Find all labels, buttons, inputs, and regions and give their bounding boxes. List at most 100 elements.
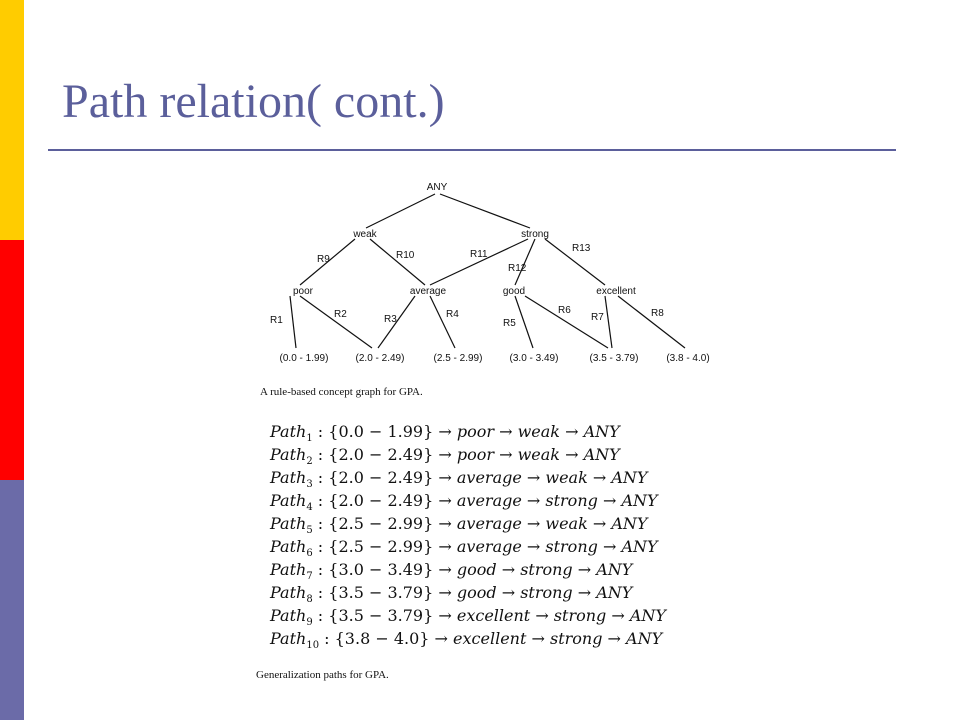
accent-stripe-bottom — [0, 480, 24, 720]
path-row: Path4 : {2.0 − 2.49} → average → strong … — [270, 491, 658, 514]
path-index: 7 — [306, 571, 313, 583]
path-name-base: Path — [270, 445, 307, 464]
generalization-paths-list: Path1 : {0.0 − 1.99} → poor → weak → ANY… — [270, 420, 730, 652]
concept-graph-svg: ANY weak strong poor average good excell… — [270, 182, 710, 364]
path-index: 9 — [306, 617, 313, 629]
paths-caption: Generalization paths for GPA. — [256, 669, 389, 681]
edge-good-range4 — [514, 295, 534, 349]
leaf-range-3: (2.5 - 2.99) — [434, 353, 483, 364]
path-name: Path8 — [270, 583, 313, 606]
path-name-base: Path — [270, 514, 307, 533]
node-poor: poor — [293, 286, 314, 297]
path-name-base: Path — [270, 491, 307, 510]
edge-average-range2 — [377, 295, 416, 349]
node-excellent: excellent — [596, 286, 636, 297]
leaf-range-6: (3.8 - 4.0) — [666, 353, 709, 364]
node-weak: weak — [352, 229, 377, 240]
edge-excellent-range6 — [617, 295, 686, 349]
path-range: {2.0 − 2.49} — [328, 445, 434, 464]
path-row: Path7 : {3.0 − 3.49} → good → strong → A… — [270, 560, 633, 583]
path-range: {3.5 − 3.79} — [328, 606, 434, 625]
path-index: 2 — [306, 456, 313, 468]
path-index: 6 — [306, 548, 313, 560]
edge-label-r12: R12 — [508, 263, 527, 274]
edge-poor-range2 — [299, 295, 373, 349]
path-name-base: Path — [270, 422, 307, 441]
path-row: Path8 : {3.5 − 3.79} → good → strong → A… — [270, 583, 633, 606]
node-strong: strong — [521, 229, 549, 240]
path-name: Path6 — [270, 537, 313, 560]
path-chain: → poor → weak → ANY — [438, 445, 620, 464]
path-range: {2.5 − 2.99} — [328, 537, 434, 556]
path-row: Path5 : {2.5 − 2.99} → average → weak → … — [270, 514, 648, 537]
edge-label-r3: R3 — [384, 314, 397, 325]
path-row: Path9 : {3.5 − 3.79} → excellent → stron… — [270, 606, 666, 629]
path-name: Path7 — [270, 560, 313, 583]
edge-strong-average — [429, 238, 529, 286]
slide-title: Path relation( cont.) — [62, 75, 445, 128]
path-chain: → good → strong → ANY — [438, 560, 633, 579]
edge-label-r7: R7 — [591, 312, 604, 323]
leaf-range-1: (0.0 - 1.99) — [280, 353, 329, 364]
edge-label-r10: R10 — [396, 250, 415, 261]
path-index: 3 — [306, 479, 313, 491]
path-name-base: Path — [270, 606, 307, 625]
accent-stripe-top — [0, 0, 24, 240]
path-range: {3.5 − 3.79} — [328, 583, 434, 602]
path-name-base: Path — [270, 468, 307, 487]
path-name-base: Path — [270, 583, 307, 602]
path-chain: → average → strong → ANY — [438, 491, 658, 510]
edge-label-r11: R11 — [470, 249, 488, 260]
path-name: Path2 — [270, 445, 313, 468]
path-name-base: Path — [270, 629, 307, 648]
path-row: Path6 : {2.5 − 2.99} → average → strong … — [270, 537, 658, 560]
path-chain: → average → strong → ANY — [438, 537, 658, 556]
graph-caption: A rule-based concept graph for GPA. — [260, 386, 423, 398]
path-range: {2.0 − 2.49} — [328, 491, 434, 510]
edge-weak-poor — [299, 238, 356, 286]
path-row: Path3 : {2.0 − 2.49} → average → weak → … — [270, 468, 648, 491]
path-name: Path3 — [270, 468, 313, 491]
title-divider — [48, 149, 896, 151]
node-average: average — [410, 286, 447, 297]
path-range: {3.8 − 4.0} — [334, 629, 430, 648]
edge-weak-average — [369, 238, 426, 286]
path-name: Path1 — [270, 422, 313, 445]
node-good: good — [503, 286, 525, 297]
edge-label-r9: R9 — [317, 254, 330, 265]
path-chain: → average → weak → ANY — [438, 468, 648, 487]
edge-label-r2: R2 — [334, 309, 347, 320]
edge-average-range3 — [429, 295, 456, 349]
edge-any-weak — [365, 193, 436, 229]
path-chain: → poor → weak → ANY — [438, 422, 620, 441]
edge-label-r8: R8 — [651, 308, 664, 319]
path-index: 4 — [306, 502, 313, 514]
path-chain: → good → strong → ANY — [438, 583, 633, 602]
concept-graph: ANY weak strong poor average good excell… — [260, 176, 740, 376]
edge-label-r6: R6 — [558, 305, 571, 316]
node-any: ANY — [427, 182, 448, 193]
leaf-range-4: (3.0 - 3.49) — [510, 353, 559, 364]
graph-edges — [289, 193, 686, 349]
leaf-range-5: (3.5 - 3.79) — [590, 353, 639, 364]
path-chain: → average → weak → ANY — [438, 514, 648, 533]
edge-excellent-range5 — [604, 295, 613, 349]
path-range: {3.0 − 3.49} — [328, 560, 434, 579]
edge-label-r4: R4 — [446, 309, 459, 320]
path-name: Path5 — [270, 514, 313, 537]
path-index: 5 — [306, 525, 313, 537]
path-range: {0.0 − 1.99} — [328, 422, 434, 441]
path-index: 8 — [306, 594, 313, 606]
path-range: {2.0 − 2.49} — [328, 468, 434, 487]
path-index: 1 — [306, 433, 313, 445]
path-name: Path9 — [270, 606, 313, 629]
leaf-range-2: (2.0 - 2.49) — [356, 353, 405, 364]
accent-stripe-middle — [0, 240, 24, 480]
path-range: {2.5 − 2.99} — [328, 514, 434, 533]
path-chain: → excellent → strong → ANY — [438, 606, 666, 625]
path-name: Path4 — [270, 491, 313, 514]
edge-good-range5 — [524, 295, 609, 349]
path-row: Path10 : {3.8 − 4.0} → excellent → stron… — [270, 629, 663, 652]
path-row: Path2 : {2.0 − 2.49} → poor → weak → ANY — [270, 445, 620, 468]
edge-label-r13: R13 — [572, 243, 591, 254]
